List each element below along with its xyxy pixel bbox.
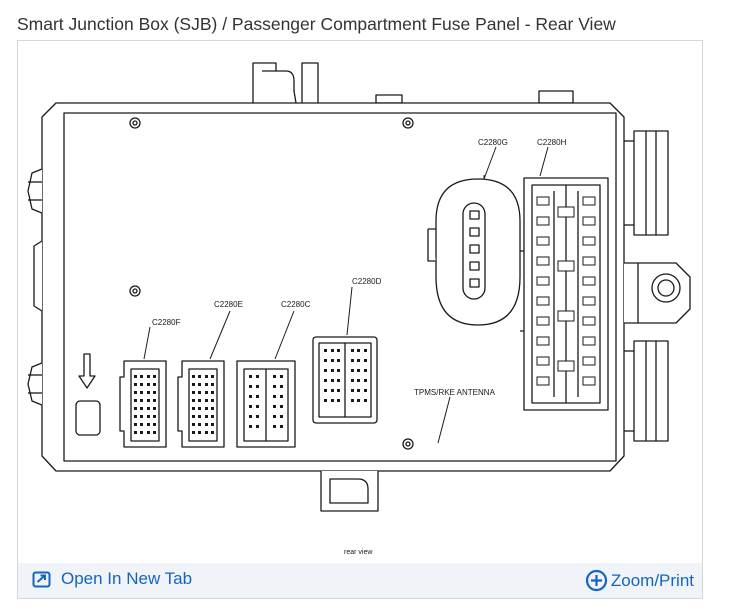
down-arrow-icon <box>78 353 96 389</box>
c2280h-terminals <box>536 196 596 386</box>
bottom-mounting-bracket <box>320 471 379 512</box>
connector-c2280f <box>119 360 167 448</box>
zoom-print-label: Zoom/Print <box>610 570 694 590</box>
label-c2280g: C2280G <box>478 138 508 147</box>
zoom-print-link[interactable]: Zoom/Print <box>585 569 694 592</box>
open-in-new-tab-link[interactable]: Open In New Tab <box>32 569 192 589</box>
connector-c2280g <box>427 178 521 326</box>
zoom-plus-icon <box>585 569 608 592</box>
connector-pins <box>134 349 367 434</box>
open-in-new-tab-label: Open In New Tab <box>61 569 193 588</box>
label-caption: rear view <box>344 549 373 556</box>
top-mounting-bracket <box>252 62 319 104</box>
page-title: Smart Junction Box (SJB) / Passenger Com… <box>17 14 616 34</box>
label-c2280h: C2280H <box>537 138 567 147</box>
mounting-screws <box>129 117 414 450</box>
left-clips <box>27 168 43 406</box>
fuse-panel-diagram: C2280G C2280H C2280D C2280E C2280C C2280… <box>27 62 691 556</box>
antenna-module <box>75 400 101 436</box>
label-c2280f: C2280F <box>152 318 181 327</box>
connector-c2280c <box>236 360 296 448</box>
label-c2280d: C2280D <box>352 277 382 286</box>
label-c2280e: C2280E <box>214 300 243 309</box>
connector-c2280e <box>177 360 225 448</box>
connector-c2280d <box>312 336 378 424</box>
label-c2280c: C2280C <box>281 300 311 309</box>
open-in-new-tab-icon <box>32 571 51 588</box>
image-footer-bar: Open In New Tab Zoom/Print <box>18 563 702 598</box>
label-antenna: TPMS/RKE ANTENNA <box>414 388 496 397</box>
right-clips <box>624 130 691 442</box>
